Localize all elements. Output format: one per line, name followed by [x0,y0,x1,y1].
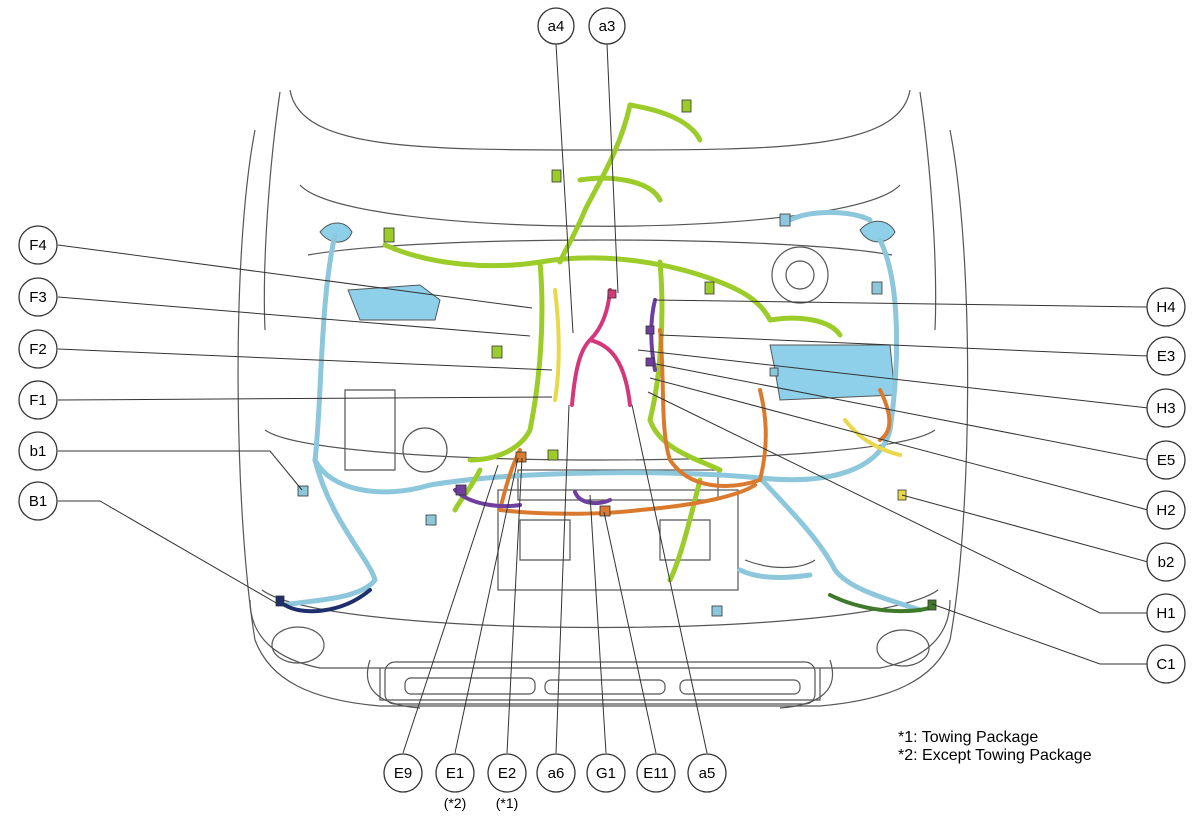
callout-a3: a3 [588,7,626,45]
callout-E1: E1 [435,753,475,793]
callout-C1: C1 [1146,644,1186,684]
callout-label: b2 [1158,554,1175,571]
leader-a4 [555,43,574,334]
footnote-legend: *1: Towing Package *2: Except Towing Pac… [898,729,1092,765]
leader-E1 [454,457,519,754]
callout-label: E9 [394,765,412,782]
leader-F4 [57,244,533,309]
footnote-2: *2: Except Towing Package [898,747,1092,764]
harness-yellow [553,288,902,457]
callout-F1: F1 [18,380,58,420]
leader-F2 [57,348,553,371]
footnote-1: *1: Towing Package [898,729,1039,746]
callout-E3: E3 [1146,336,1186,376]
callout-label: E11 [643,765,669,782]
leader-E3 [659,334,1149,357]
callout-label: H3 [1156,400,1175,417]
callout-label: H2 [1156,502,1175,519]
callout-F3: F3 [18,277,58,317]
callout-label: E2 [498,765,516,782]
callout-label: G1 [596,765,616,782]
leader-E11 [603,511,657,754]
leader-E5 [655,363,1149,461]
vehicle-outline [237,89,969,709]
harness-orange [497,328,892,516]
callout-H1: H1 [1146,593,1186,633]
callout-b1: b1 [18,431,58,471]
callout-label: F3 [29,289,47,306]
harness-darkgreen [828,593,932,614]
leader-H3 [637,349,1149,409]
callout-label: F4 [29,237,47,254]
leader-H1 [647,391,1148,614]
sublabel-E1: (*2) [444,795,467,811]
callout-label: F2 [29,341,47,358]
callout-label: b1 [30,443,47,460]
leader-E9 [402,464,499,754]
leader-H4 [653,299,1149,308]
callout-H3: H3 [1146,388,1186,428]
callout-label: E1 [446,765,464,782]
callout-label: H4 [1156,299,1175,316]
callout-label: a3 [599,18,616,35]
callout-a5: a5 [687,753,727,793]
leader-b1 [58,450,303,491]
leader-G1 [589,494,607,754]
leader-lines [57,43,1149,754]
leader-a5 [631,404,708,754]
leader-b2 [901,494,1149,563]
callout-a6: a6 [536,753,576,793]
harness-navy [283,588,372,614]
callout-G1: G1 [586,753,626,793]
callout-label: a4 [548,18,565,35]
callout-H2: H2 [1146,490,1186,530]
sublabel-E2: (*1) [496,795,519,811]
callout-F2: F2 [18,329,58,369]
callout-F4: F4 [18,225,58,265]
leader-F3 [57,296,531,337]
callout-label: F1 [29,392,47,409]
leader-a3 [606,43,619,294]
leader-E2 [506,457,523,754]
callout-label: a6 [548,765,565,782]
leader-B1 [58,500,279,605]
callout-label: H1 [1156,605,1175,622]
leader-F1 [57,396,553,401]
callout-E5: E5 [1146,440,1186,480]
junction-blocks [319,220,896,401]
callout-label: C1 [1156,656,1175,673]
harness-magenta [570,288,632,407]
callout-label: E5 [1157,452,1175,469]
callout-H4: H4 [1146,287,1186,327]
callouts: a4 a3 F4 F3 F2 F1 b1 B1 H4 E3 H3 E5 H2 b… [18,7,1186,811]
callout-b2: b2 [1146,542,1186,582]
leader-H2 [649,377,1149,511]
leader-a6 [555,404,570,754]
callout-label: E3 [1157,348,1175,365]
callout-B1: B1 [18,481,58,521]
callout-E9: E9 [383,753,423,793]
harness-green [382,102,843,583]
callout-E2: E2 [487,753,527,793]
callout-label: a5 [699,765,716,782]
callout-a4: a4 [537,7,575,45]
callout-label: B1 [29,493,47,510]
leader-C1 [931,603,1148,665]
harness-blue [282,210,923,613]
callout-E11: E11 [636,753,676,793]
